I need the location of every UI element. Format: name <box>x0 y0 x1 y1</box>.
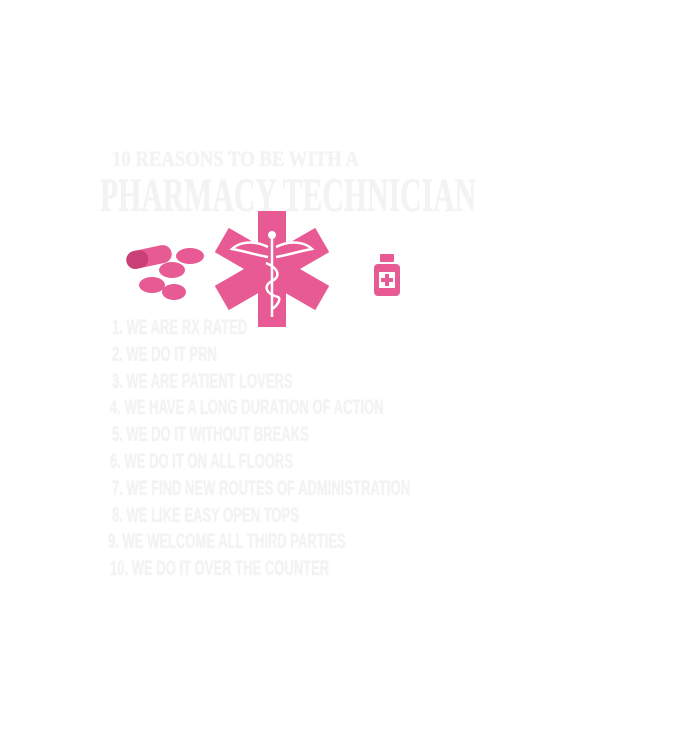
reason-item: 5. WE DO IT WITHOUT BREAKS <box>112 423 309 447</box>
reason-item: 2. WE DO IT PRN <box>112 342 217 366</box>
reason-item: 8. WE LIKE EASY OPEN TOPS <box>112 503 299 527</box>
pills-icon <box>126 245 204 300</box>
reason-item: 1. WE ARE RX RATED <box>112 316 248 339</box>
reason-item: 10. WE DO IT OVER THE COUNTER <box>110 557 330 581</box>
medicine-bottle-icon <box>374 254 400 296</box>
star-of-life-icon <box>215 211 329 327</box>
reason-item: 3. WE ARE PATIENT LOVERS <box>112 369 293 393</box>
reason-item: 4. WE HAVE A LONG DURATION OF ACTION <box>110 396 384 420</box>
reason-item: 7. WE FIND NEW ROUTES OF ADMINISTRATION <box>112 476 411 500</box>
reason-item: 6. WE DO IT ON ALL FLOORS <box>110 450 294 473</box>
title-line-2: PHARMACY TECHNICIAN <box>100 169 477 222</box>
reason-item: 9. WE WELCOME ALL THIRD PARTIES <box>108 530 346 554</box>
title-line-1: 10 REASONS TO BE WITH A <box>112 146 359 171</box>
